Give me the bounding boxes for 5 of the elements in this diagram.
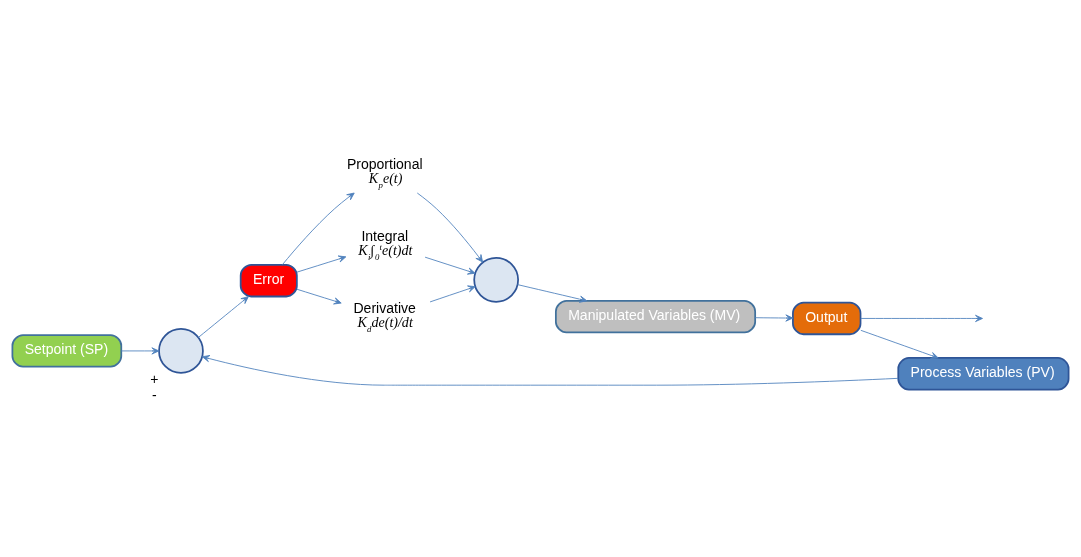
node-label: - bbox=[152, 386, 157, 403]
node-text: Derivative K$_{d}$de(t)/dt bbox=[353, 300, 416, 335]
node-label: + bbox=[150, 371, 159, 388]
node-text: Proportional K$_{p}$e(t) bbox=[346, 156, 423, 191]
node-text: Integral K$_{i}$∫$_{0}$$^{t}$e(t)dt bbox=[358, 228, 413, 263]
